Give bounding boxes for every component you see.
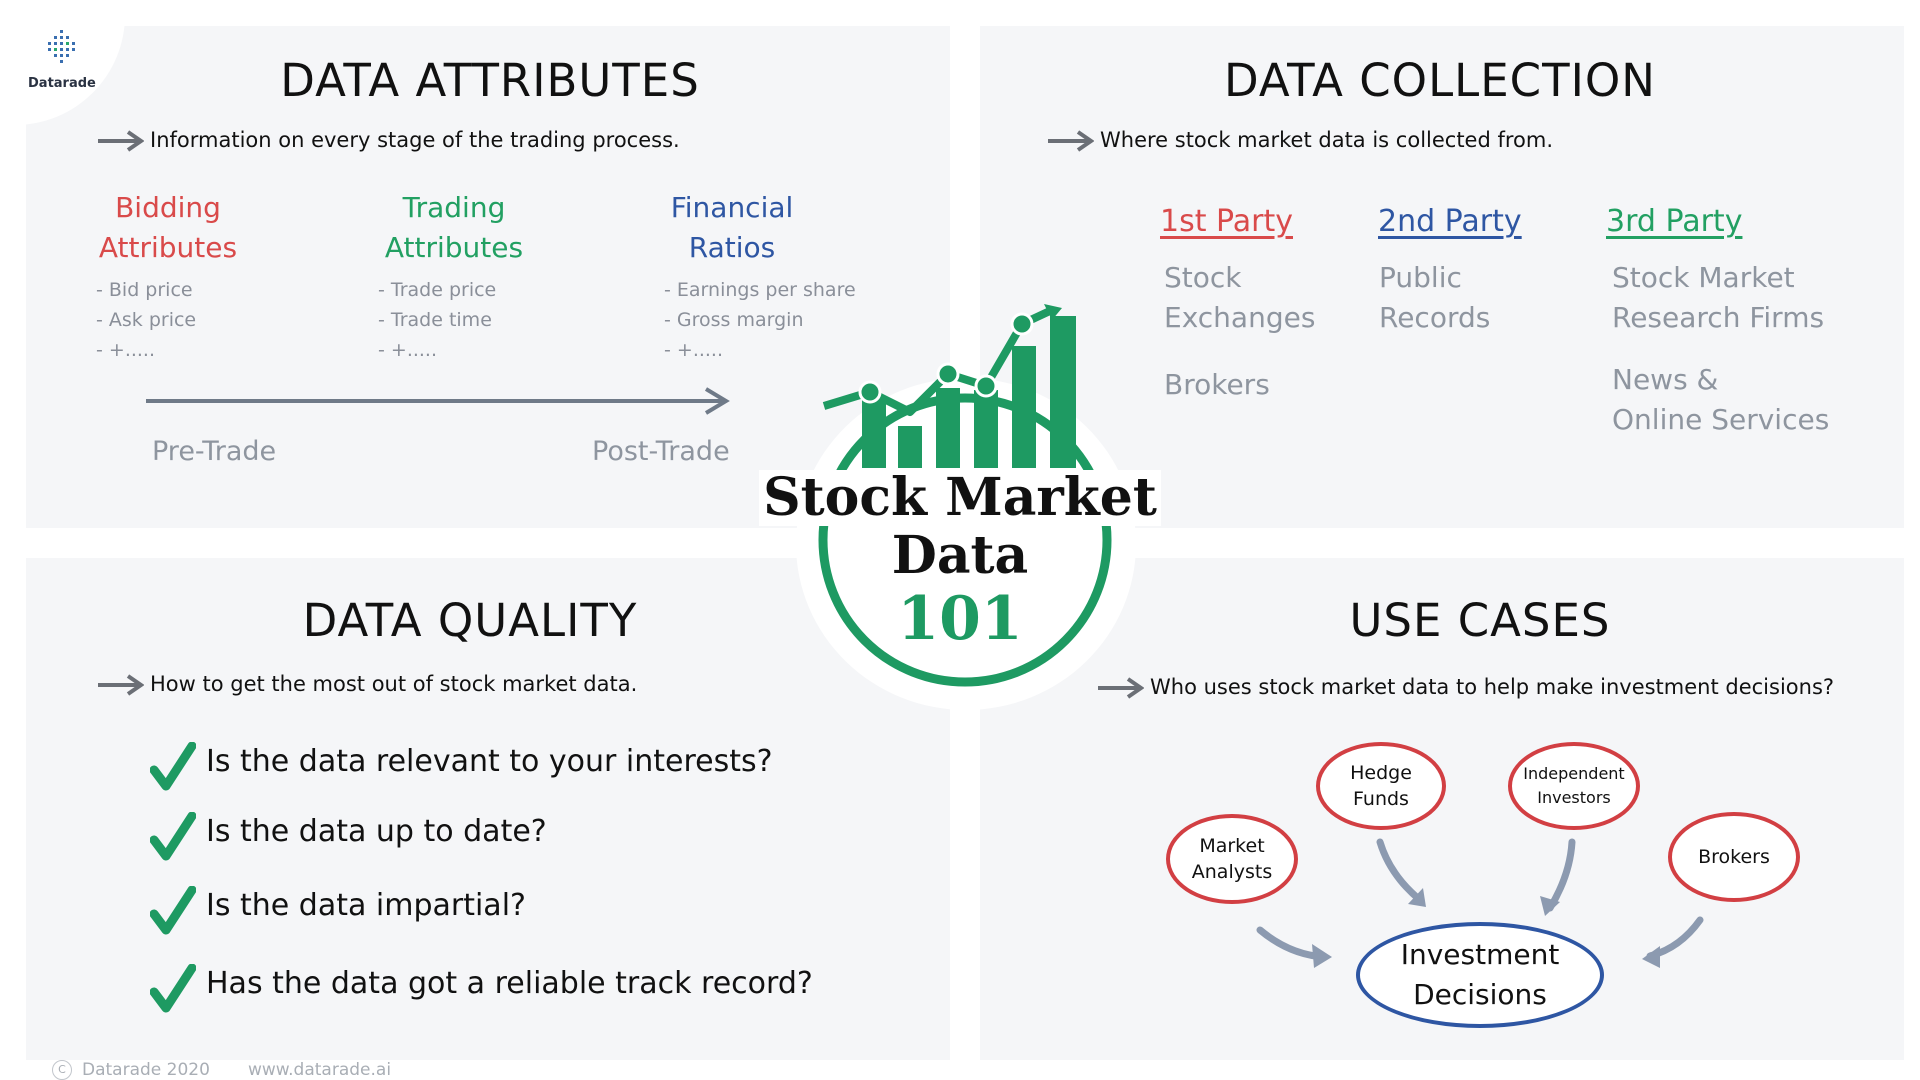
source-brokers: Brokers bbox=[1164, 368, 1270, 401]
list-item: - Earnings per share bbox=[664, 279, 856, 301]
copyright-icon: C bbox=[52, 1060, 72, 1080]
target-label: Investment Decisions bbox=[1400, 938, 1560, 1011]
center-title-line3: 101 bbox=[897, 584, 1023, 654]
source-research-firms: Stock Market Research Firms bbox=[1612, 261, 1825, 334]
timeline-start-label: Pre-Trade bbox=[152, 436, 277, 467]
panel-data-attributes bbox=[26, 26, 950, 528]
source-stock-exchanges: Stock Exchanges bbox=[1164, 261, 1316, 334]
list-item: - Ask price bbox=[96, 309, 197, 331]
usecases-intro: Who uses stock market data to help make … bbox=[1096, 675, 1834, 699]
footer-url[interactable]: www.datarade.ai bbox=[248, 1060, 392, 1080]
quality-title: DATA QUALITY bbox=[302, 594, 638, 647]
party-third-label: 3rd Party bbox=[1606, 204, 1743, 239]
actor-brokers: Brokers bbox=[1668, 812, 1800, 902]
datarade-logo-icon bbox=[48, 30, 75, 63]
timeline-arrow-icon bbox=[146, 387, 730, 415]
category-financial-heading: Financial Ratios bbox=[632, 188, 832, 268]
category-trading-list: - Trade price - Trade time - +..... bbox=[378, 275, 496, 365]
list-item: - +..... bbox=[378, 339, 438, 361]
center-title-line1: Stock Market bbox=[759, 470, 1161, 526]
category-bidding-list: - Bid price - Ask price - +..... bbox=[96, 275, 196, 365]
collection-intro: Where stock market data is collected fro… bbox=[1046, 128, 1553, 152]
quality-question: Has the data got a reliable track record… bbox=[206, 966, 813, 1001]
category-trading-line1: Trading bbox=[402, 191, 506, 224]
attributes-title: DATA ATTRIBUTES bbox=[280, 54, 700, 107]
actor-label: Independent Investors bbox=[1523, 764, 1625, 807]
list-item: - +..... bbox=[664, 339, 724, 361]
category-trading-line2: Attributes bbox=[384, 231, 524, 264]
collection-intro-text: Where stock market data is collected fro… bbox=[1100, 128, 1554, 152]
quality-question: Is the data relevant to your interests? bbox=[206, 744, 773, 779]
list-item: - Trade time bbox=[378, 309, 492, 331]
category-bidding-heading: Bidding Attributes bbox=[68, 188, 268, 268]
arrow-right-icon bbox=[1048, 130, 1094, 152]
list-item: - Gross margin bbox=[664, 309, 804, 331]
checkmark-icon bbox=[150, 812, 196, 861]
timeline-end-label: Post-Trade bbox=[592, 436, 730, 467]
collection-title: DATA COLLECTION bbox=[1224, 54, 1656, 107]
footer-copyright-text: Datarade 2020 bbox=[82, 1060, 210, 1080]
category-financial-list: - Earnings per share - Gross margin - +.… bbox=[664, 275, 856, 365]
target-investment-decisions: Investment Decisions bbox=[1356, 922, 1604, 1028]
quality-intro: How to get the most out of stock market … bbox=[96, 672, 637, 696]
arrow-right-icon bbox=[98, 130, 144, 152]
center-title-line2: Data bbox=[891, 525, 1029, 586]
usecases-title: USE CASES bbox=[1349, 594, 1611, 647]
source-public-records: Public Records bbox=[1379, 261, 1491, 334]
attributes-intro-text: Information on every stage of the tradin… bbox=[150, 128, 680, 152]
panel-data-quality bbox=[26, 558, 950, 1060]
arrow-right-icon bbox=[98, 674, 144, 696]
bar-chart-icon bbox=[862, 316, 1076, 468]
emblem-ring bbox=[818, 393, 1112, 687]
attributes-intro: Information on every stage of the tradin… bbox=[96, 128, 680, 152]
actor-label: Hedge Funds bbox=[1350, 762, 1412, 810]
center-badge-bg bbox=[796, 378, 1136, 710]
source-news-online: News & Online Services bbox=[1612, 363, 1830, 436]
quality-question: Is the data up to date? bbox=[206, 814, 547, 849]
actor-market-analysts: Market Analysts bbox=[1166, 814, 1298, 904]
actor-hedge-funds: Hedge Funds bbox=[1316, 742, 1446, 830]
actor-label: Brokers bbox=[1698, 846, 1770, 868]
actor-independent-investors: Independent Investors bbox=[1508, 742, 1640, 830]
list-item: - Bid price bbox=[96, 279, 193, 301]
category-trading-heading: Trading Attributes bbox=[354, 188, 554, 268]
category-financial-line2: Ratios bbox=[688, 231, 776, 264]
checkmark-icon bbox=[150, 964, 196, 1013]
actor-label: Market Analysts bbox=[1191, 835, 1273, 883]
center-title: Stock Market Data 101 bbox=[740, 470, 1180, 652]
panel-data-collection bbox=[980, 26, 1904, 528]
arrow-right-icon bbox=[1098, 677, 1144, 699]
checkmark-icon bbox=[150, 886, 196, 935]
list-item: - +..... bbox=[96, 339, 156, 361]
footer-copyright: C Datarade 2020 bbox=[52, 1060, 210, 1080]
checkmark-icon bbox=[150, 742, 196, 791]
quality-intro-text: How to get the most out of stock market … bbox=[150, 672, 638, 696]
category-bidding-line1: Bidding bbox=[115, 191, 221, 224]
center-emblem bbox=[818, 304, 1112, 687]
category-bidding-line2: Attributes bbox=[98, 231, 238, 264]
list-item: - Trade price bbox=[378, 279, 497, 301]
category-financial-line1: Financial bbox=[670, 191, 794, 224]
logo-text: Datarade bbox=[28, 76, 96, 91]
party-first-label: 1st Party bbox=[1160, 204, 1293, 239]
quality-question: Is the data impartial? bbox=[206, 888, 526, 923]
usecases-intro-text: Who uses stock market data to help make … bbox=[1150, 675, 1835, 699]
flow-arrows bbox=[1256, 838, 1704, 968]
party-second-label: 2nd Party bbox=[1378, 204, 1522, 239]
